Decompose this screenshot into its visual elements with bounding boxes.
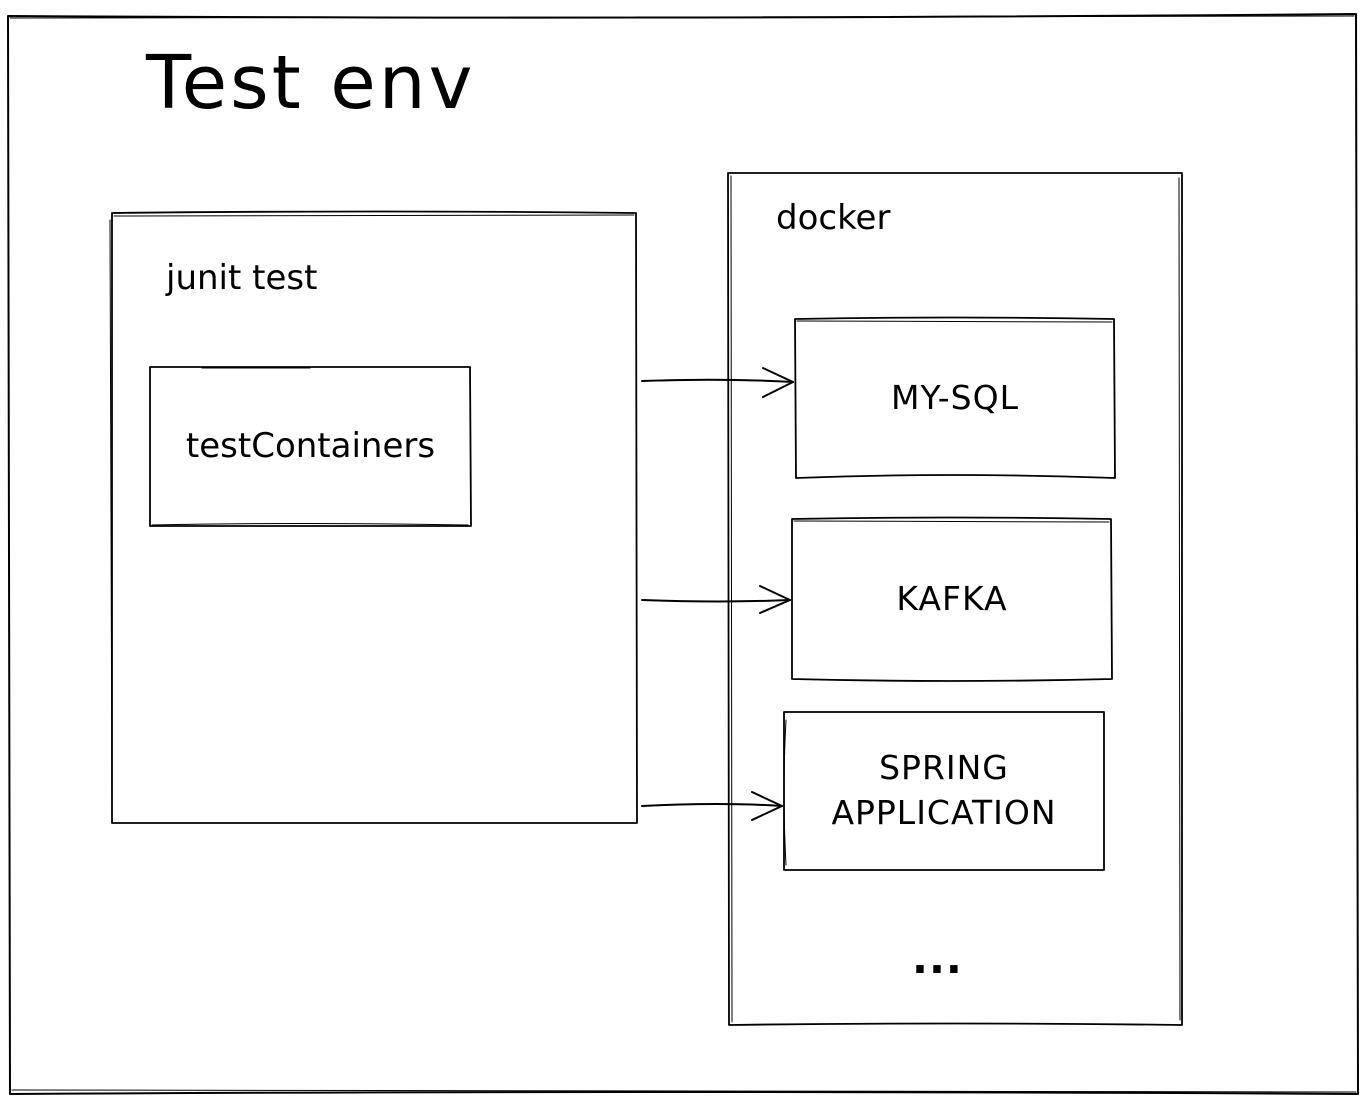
testcontainers-label: testContainers: [185, 425, 436, 466]
spring-label: SPRING APPLICATION: [784, 712, 1104, 870]
kafka-label: KAFKA: [896, 578, 1008, 618]
test-env-frame: [7, 13, 1359, 1095]
docker-label: docker: [776, 198, 891, 238]
docker-group: [727, 172, 1183, 1026]
arrow-to-mysql: [641, 367, 794, 398]
mysql-label: MY-SQL: [891, 378, 1019, 418]
more-services-ellipsis: ...: [912, 934, 963, 983]
diagram-title: Test env: [146, 40, 476, 126]
junit-test-group: [109, 210, 638, 824]
spring-node: [783, 711, 1105, 871]
junit-test-label: junit test: [166, 258, 318, 298]
kafka-node: [791, 516, 1113, 682]
mysql-node: [794, 316, 1116, 479]
spring-label-line1: SPRING: [879, 748, 1009, 788]
arrow-to-kafka: [641, 585, 791, 614]
arrow-to-spring: [641, 791, 783, 821]
spring-label-line2: APPLICATION: [831, 793, 1057, 832]
testcontainers-node: [149, 366, 472, 527]
